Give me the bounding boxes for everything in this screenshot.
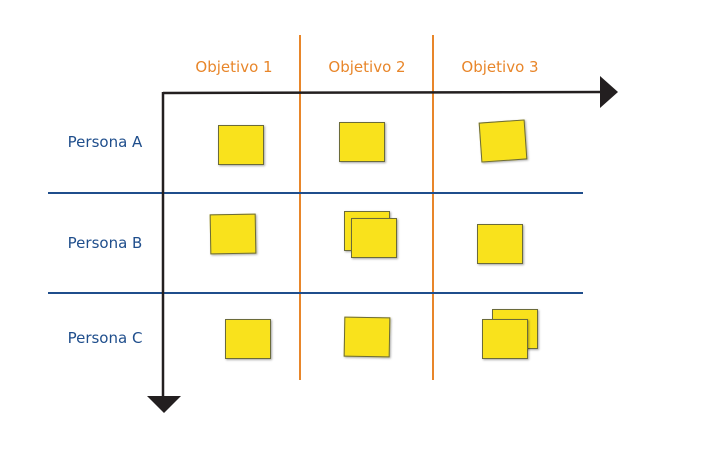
sticky-note-a3[interactable] [478, 119, 528, 163]
vertical-axis-arrow-icon [147, 396, 181, 413]
horizontal-axis [162, 90, 604, 95]
column-header-objetivo-3: Objetivo 3 [461, 58, 539, 76]
column-header-objetivo-2: Objetivo 2 [328, 58, 406, 76]
sticky-note-b1[interactable] [209, 213, 257, 255]
sticky-note-c1[interactable] [225, 319, 271, 359]
sticky-note-a1[interactable] [218, 125, 264, 165]
sticky-note-a2[interactable] [339, 122, 385, 162]
sticky-note-b2-front[interactable] [351, 218, 397, 258]
row-header-persona-a: Persona A [67, 133, 143, 151]
row-header-persona-b: Persona B [67, 234, 143, 252]
column-header-objetivo-1: Objetivo 1 [195, 58, 273, 76]
sticky-note-c2[interactable] [343, 316, 391, 358]
horizontal-axis-arrow-icon [600, 76, 618, 108]
sticky-note-c3-front[interactable] [482, 319, 528, 359]
sticky-note-b3[interactable] [477, 224, 523, 264]
row-header-persona-c: Persona C [67, 329, 143, 347]
